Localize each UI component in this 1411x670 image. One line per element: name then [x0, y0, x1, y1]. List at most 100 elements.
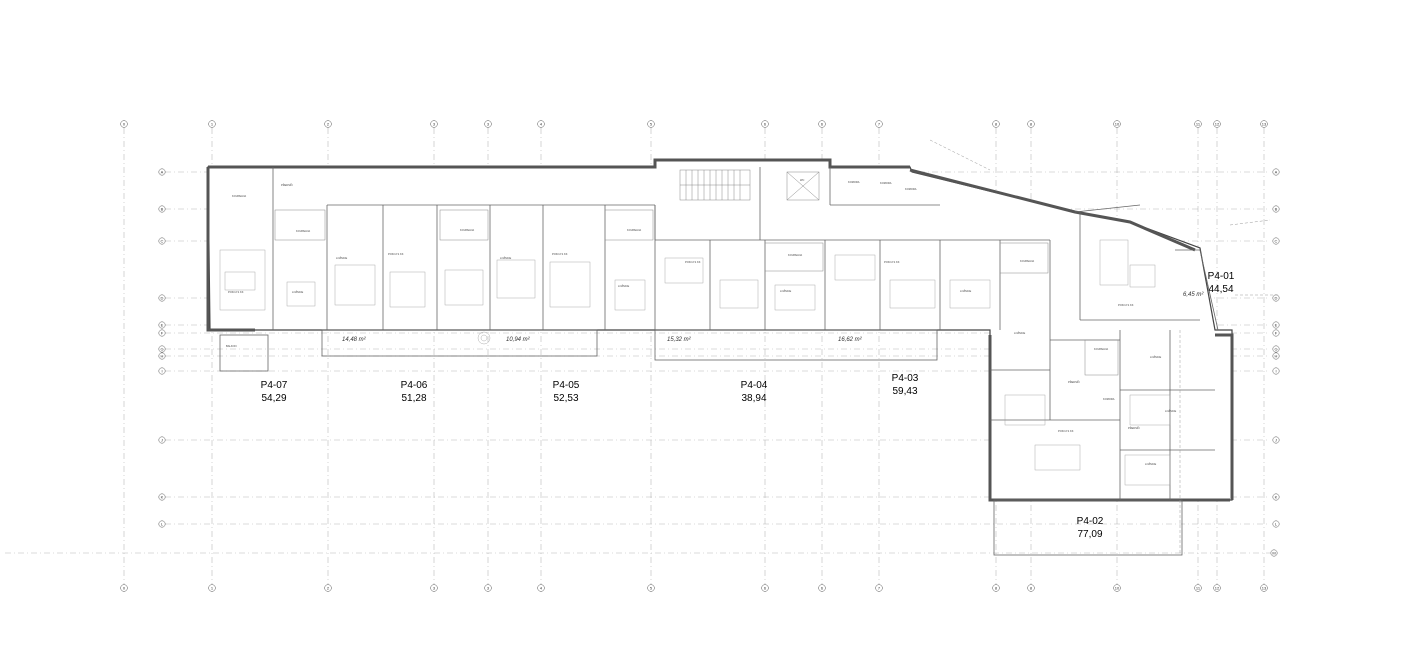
balcony-area-3: 15,32 m²: [667, 337, 692, 343]
grid-label-column: 0: [123, 585, 126, 590]
grid-label-column: 7: [878, 585, 881, 590]
unit-code-p4-04: P4-04: [741, 380, 768, 391]
room-label: LOŽNICE: [336, 255, 348, 260]
interior-partitions: [272, 167, 1215, 500]
grid-label-column: 5: [650, 585, 653, 590]
grid-label-row: D: [1275, 295, 1278, 300]
grid-label-column: 11: [1196, 121, 1201, 126]
grid-bubble-column: [120, 584, 128, 592]
room-labels: KOUPELNA PŘEDSÍŇ KOUPELNA POKOJ S KK LOŽ…: [226, 178, 1177, 466]
balcony-railings: [219, 204, 1219, 556]
unit-area-p4-02: 77,09: [1077, 529, 1102, 540]
grid-bubble-column: [1213, 584, 1221, 592]
grid-bubble-column: [1260, 584, 1268, 592]
grid-label-column: 13: [1262, 585, 1267, 590]
grid-bubble-column: [992, 584, 1000, 592]
grid-bubble-column: [875, 584, 883, 592]
grid-label-row: B: [161, 206, 164, 211]
grid-bubble-column: [430, 584, 438, 592]
grid-label-row: F: [1275, 330, 1278, 335]
unit-code-p4-07: P4-07: [261, 380, 288, 391]
grid-bubble-row: [1272, 520, 1280, 528]
grid-bubble-row: [158, 436, 166, 444]
grid-bubble-column: [1194, 584, 1202, 592]
grid-bubble-column: [818, 584, 826, 592]
grid-bubble-row: [158, 205, 166, 213]
grid-bubble-row: [1272, 321, 1280, 329]
grid-label-row: G: [160, 346, 163, 351]
grid-bubble-row: [158, 329, 166, 337]
grid-bubble-column: [647, 584, 655, 592]
unit-area-p4-06: 51,28: [401, 393, 426, 404]
grid-label-column: 6: [821, 121, 824, 126]
grid-label-row: L: [161, 521, 164, 526]
room-label: KOUPELNA: [460, 228, 474, 232]
grid-label-column: 12: [1215, 121, 1220, 126]
room-label: KOUPELNA: [627, 228, 641, 232]
grid-label-column: 0: [123, 121, 126, 126]
grid-label-column: 3: [487, 585, 490, 590]
grid-label-column: 3: [433, 585, 436, 590]
unit-code-p4-02: P4-02: [1077, 516, 1104, 527]
grid-bubble-column: [208, 120, 216, 128]
grid-label-row: B: [1275, 206, 1278, 211]
grid-label-column: 4: [540, 585, 543, 590]
grid-bubble-column: [1260, 120, 1268, 128]
grid-bubble-row: [1272, 367, 1280, 375]
grid-label-column: 11: [1196, 585, 1201, 590]
grid-label-row: F: [161, 330, 164, 335]
grid-bubble-column: [1113, 584, 1121, 592]
grid-label-row: K: [161, 494, 164, 499]
grid-bubble-column: [484, 120, 492, 128]
grid-bubble-row: [158, 352, 166, 360]
grid-label-row: E: [1275, 322, 1278, 327]
grid-bubble-column: [1027, 584, 1035, 592]
grid-bubble-row: [158, 321, 166, 329]
grid-label-row: H: [1275, 353, 1278, 358]
grid-label-column: 3: [433, 121, 436, 126]
grid-label-column: 8: [1030, 121, 1033, 126]
grid-label-row: K: [1275, 494, 1278, 499]
grid-bubble-row: [1272, 205, 1280, 213]
room-label: PŘEDSÍŇ: [281, 182, 293, 187]
grid-label-row: A: [161, 169, 164, 174]
unit-area-p4-07: 54,29: [261, 393, 286, 404]
unit-area-p4-03: 59,43: [892, 386, 917, 397]
grid-bubble-row: [158, 493, 166, 501]
grid-label-column: 7: [878, 121, 881, 126]
grid-label-column: 8: [995, 121, 998, 126]
room-label: LOŽNICE: [1014, 330, 1026, 335]
grid-label-column: 3: [487, 121, 490, 126]
room-label: LOŽNICE: [1145, 461, 1157, 466]
grid-label-column: 5: [650, 121, 653, 126]
room-label: LOŽNICE: [960, 288, 972, 293]
room-label: LOŽNICE: [618, 283, 630, 288]
grid-bubble-column: [761, 584, 769, 592]
room-label: KOMORA: [880, 181, 892, 185]
grid-bubble-column: [1113, 120, 1121, 128]
grid-label-row: I: [1275, 368, 1276, 373]
room-label: POKOJ S KK: [228, 290, 244, 294]
balcony-area-2: 10,94 m²: [506, 337, 531, 343]
grid-bubble-row: [158, 367, 166, 375]
unit-code-p4-01: P4-01: [1208, 271, 1235, 282]
unit-code-p4-05: P4-05: [553, 380, 580, 391]
balcony-area-labels: 14,48 m² 10,94 m² 15,32 m² 16,62 m² 6,45…: [342, 292, 1204, 343]
room-label: KOMORA: [848, 180, 860, 184]
grid-label-row: A: [1275, 169, 1278, 174]
grid-bubble-row: [1272, 329, 1280, 337]
grid-label-column: 2: [327, 121, 330, 126]
grid-bubble-column: [1213, 120, 1221, 128]
grid-label-column: 6: [764, 121, 767, 126]
unit-area-p4-04: 38,94: [741, 393, 766, 404]
grid-bubble-row: [1272, 493, 1280, 501]
unit-code-p4-03: P4-03: [892, 373, 919, 384]
room-label: POKOJ S KK: [884, 260, 900, 264]
grid-label-column: 6: [764, 585, 767, 590]
grid-label-row: G: [1274, 346, 1277, 351]
room-label: KOUPELNA: [232, 194, 246, 198]
grid-bubble-column: [324, 120, 332, 128]
grid-label-row: M: [1272, 550, 1275, 555]
grid-bubble-row: [1272, 168, 1280, 176]
room-label: WC: [800, 178, 804, 182]
